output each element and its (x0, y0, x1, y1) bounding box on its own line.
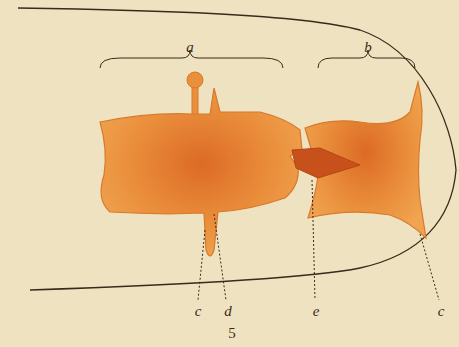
part-letter: c (438, 304, 445, 319)
part-letter: b (364, 40, 372, 55)
leader-lines (198, 180, 439, 300)
part-letter: c (195, 304, 202, 319)
body-outline (18, 8, 456, 290)
gubernaculum (292, 148, 360, 178)
part-letter: d (224, 304, 232, 319)
part-letter: e (313, 304, 320, 319)
part-letter: a (186, 40, 194, 55)
figure-number: 5 (228, 326, 236, 341)
spicule-a (100, 72, 302, 256)
